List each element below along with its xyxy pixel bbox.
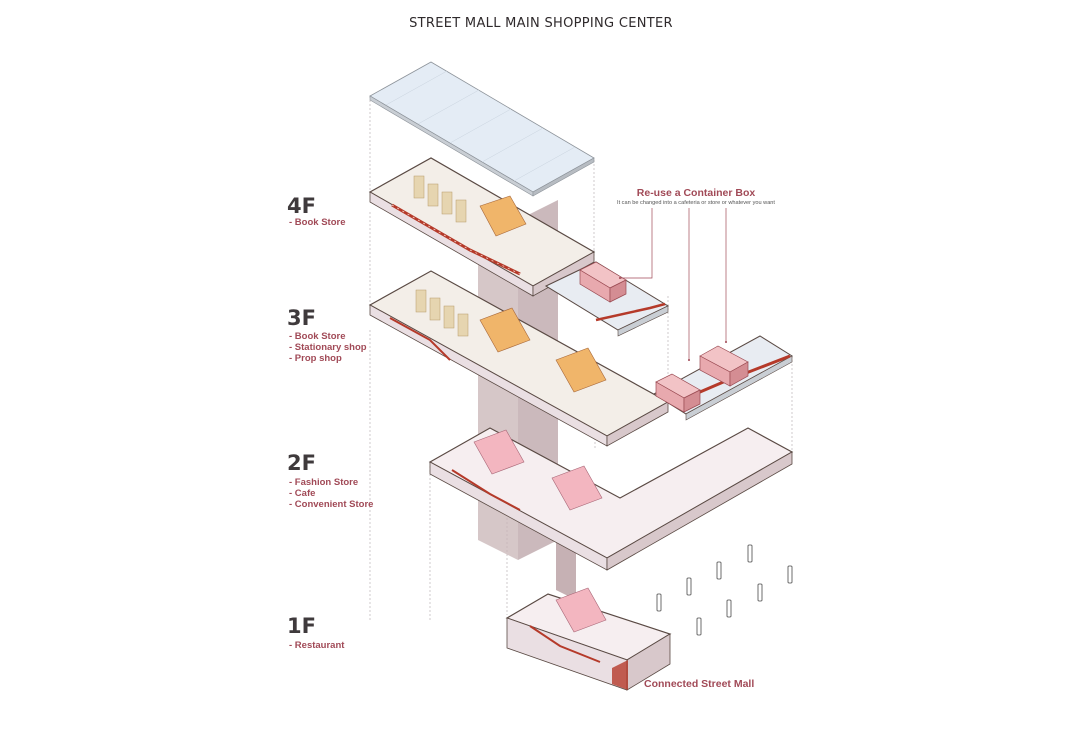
street-mall-callout: Connected Street Mall xyxy=(644,678,754,690)
floor-3f-use-1: - Book Store xyxy=(289,331,345,342)
floor-label-4f: 4F - Book Store xyxy=(287,194,345,228)
roof-slab xyxy=(369,61,595,197)
street-mall-columns xyxy=(656,544,793,636)
floor-label-3f: 3F - Book Store - Stationary shop - Prop… xyxy=(287,306,367,364)
container-callout-subtitle: It can be changed into a cafeteria or st… xyxy=(617,200,775,206)
floor-4f-label: 4F xyxy=(287,194,316,218)
floor-3f-use-3: - Prop shop xyxy=(289,353,342,364)
floor-2f-use-2: - Cafe xyxy=(289,488,315,499)
floor-3f-slab xyxy=(368,270,670,447)
container-callout-title: Re-use a Container Box xyxy=(637,187,756,199)
container-box-3f-right xyxy=(699,345,749,387)
floor-2f-slab xyxy=(428,427,794,571)
floor-1f-slab xyxy=(505,587,672,691)
floor-1f-label: 1F xyxy=(287,614,316,638)
floor-3f-use-2: - Stationary shop xyxy=(289,342,367,353)
floor-2f-use-1: - Fashion Store xyxy=(289,477,358,488)
floor-label-2f: 2F - Fashion Store - Cafe - Convenient S… xyxy=(287,451,373,510)
floor-2f-label: 2F xyxy=(287,451,316,475)
floor-4f-use: - Book Store xyxy=(289,217,345,228)
container-callout: Re-use a Container Box It can be changed… xyxy=(617,187,775,362)
floor-label-1f: 1F - Restaurant xyxy=(287,614,345,651)
floor-3f-label: 3F xyxy=(287,306,316,330)
container-box-3f-left xyxy=(655,373,701,413)
diagram-title: STREET MALL MAIN SHOPPING CENTER xyxy=(409,16,673,31)
floor-2f-use-3: - Convenient Store xyxy=(289,499,373,510)
container-box-4f xyxy=(579,261,627,303)
floor-1f-use: - Restaurant xyxy=(289,640,345,651)
street-mall-label: Connected Street Mall xyxy=(644,678,754,690)
